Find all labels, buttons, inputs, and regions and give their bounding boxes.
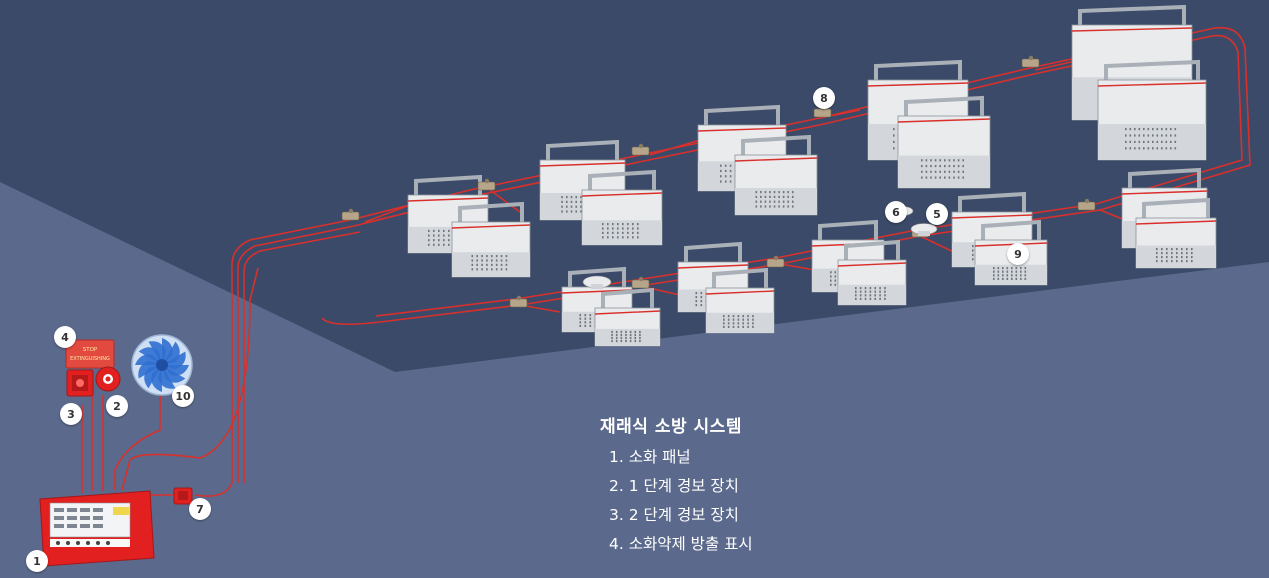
legend-item-2: 2. 1 단계 경보 장치	[609, 477, 739, 495]
detector-icon	[509, 295, 528, 308]
legend-item-1: 1. 소화 패널	[609, 448, 691, 466]
callout-8: 8	[813, 87, 835, 109]
extinguisher-modules	[407, 4, 1217, 347]
callout-2: 2	[106, 395, 128, 417]
wire-heat-b	[194, 482, 233, 497]
callout-1: 1	[26, 550, 48, 572]
detector-icon	[766, 255, 785, 268]
wiring	[81, 26, 1251, 497]
callout-4: 4	[54, 326, 76, 348]
extinguisher-module-icon	[1135, 197, 1217, 269]
detector-icon	[341, 208, 360, 221]
extinguisher-module-icon	[594, 287, 661, 347]
detector-icon	[631, 276, 650, 289]
callout-6: 6	[885, 201, 907, 223]
legend-item-3: 3. 2 단계 경보 장치	[609, 506, 739, 524]
fan-icon	[131, 334, 193, 396]
wire-stubs-top	[364, 59, 1081, 223]
extinguisher-module-icon	[1097, 59, 1207, 161]
wire-feed	[243, 231, 361, 483]
detector-icon	[631, 143, 650, 156]
extinguisher-module-icon	[837, 239, 907, 306]
callout-9: 9	[1007, 243, 1029, 265]
extinguisher-module-icon	[705, 267, 775, 334]
callout-10: 10	[172, 385, 194, 407]
detector-icon	[477, 178, 496, 191]
extinguisher-module-icon	[581, 169, 663, 246]
sign-text-line2: EXTINGUISHING	[70, 356, 110, 362]
siren-icon	[95, 366, 121, 392]
detector-icon	[1077, 198, 1096, 211]
sign-text-line1: STOP	[83, 347, 98, 353]
extinguisher-module-icon	[451, 201, 531, 278]
wire-loop-a	[231, 26, 1251, 483]
callout-3: 3	[60, 403, 82, 425]
wire-riser	[121, 267, 259, 491]
extinguisher-module-icon	[734, 134, 818, 216]
callout-7: 7	[189, 498, 211, 520]
callout-5: 5	[926, 203, 948, 225]
wire-loop-b	[237, 34, 1243, 483]
manual-call-point-icon	[66, 369, 94, 397]
fire-panel-icon	[39, 490, 155, 567]
legend: 재래식 소방 시스템 1. 소화 패널 2. 1 단계 경보 장치 3. 2 단…	[600, 412, 753, 559]
extinguisher-module-icon	[897, 95, 991, 189]
wire-stubs-bottom	[519, 209, 1126, 313]
heat-detector-icon	[173, 487, 193, 505]
legend-item-4: 4. 소화약제 방출 표시	[609, 535, 753, 553]
legend-title: 재래식 소방 시스템	[600, 417, 742, 437]
detector-icon	[1021, 55, 1040, 68]
wire-fan	[114, 395, 161, 490]
extinguishing-sign-icon: STOP EXTINGUISHING	[65, 339, 115, 369]
